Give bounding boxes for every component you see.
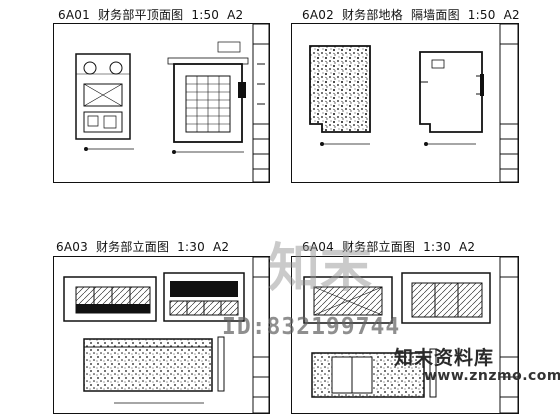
- sheet-title-6a02: 6A02 财务部地格 隔墙面图 1:50 A2: [302, 8, 520, 22]
- sheet-title-6a04: 6A04 财务部立面图 1:30 A2: [302, 240, 476, 254]
- floor-plan-drawing: [309, 23, 519, 183]
- watermark-id: ID:832199744: [222, 314, 401, 340]
- watermark-brand: 知末资料库: [394, 347, 495, 369]
- elevation-drawing-a: [63, 256, 270, 414]
- drawing-sheet-6a04[interactable]: [291, 256, 519, 414]
- drawing-sheet-6a03[interactable]: [53, 256, 270, 414]
- watermark-big-text: 知末: [268, 239, 373, 299]
- drawing-sheet-6a02[interactable]: [291, 23, 519, 183]
- elevation-drawing-b: [303, 256, 519, 414]
- watermark-url: www.znzmo.com: [424, 368, 560, 384]
- sheet-title-6a03: 6A03 财务部立面图 1:30 A2: [56, 240, 230, 254]
- drawing-sheet-6a01[interactable]: [53, 23, 270, 183]
- ceiling-plan-drawing: [75, 23, 270, 183]
- sheet-title-6a01: 6A01 财务部平顶面图 1:50 A2: [58, 8, 244, 22]
